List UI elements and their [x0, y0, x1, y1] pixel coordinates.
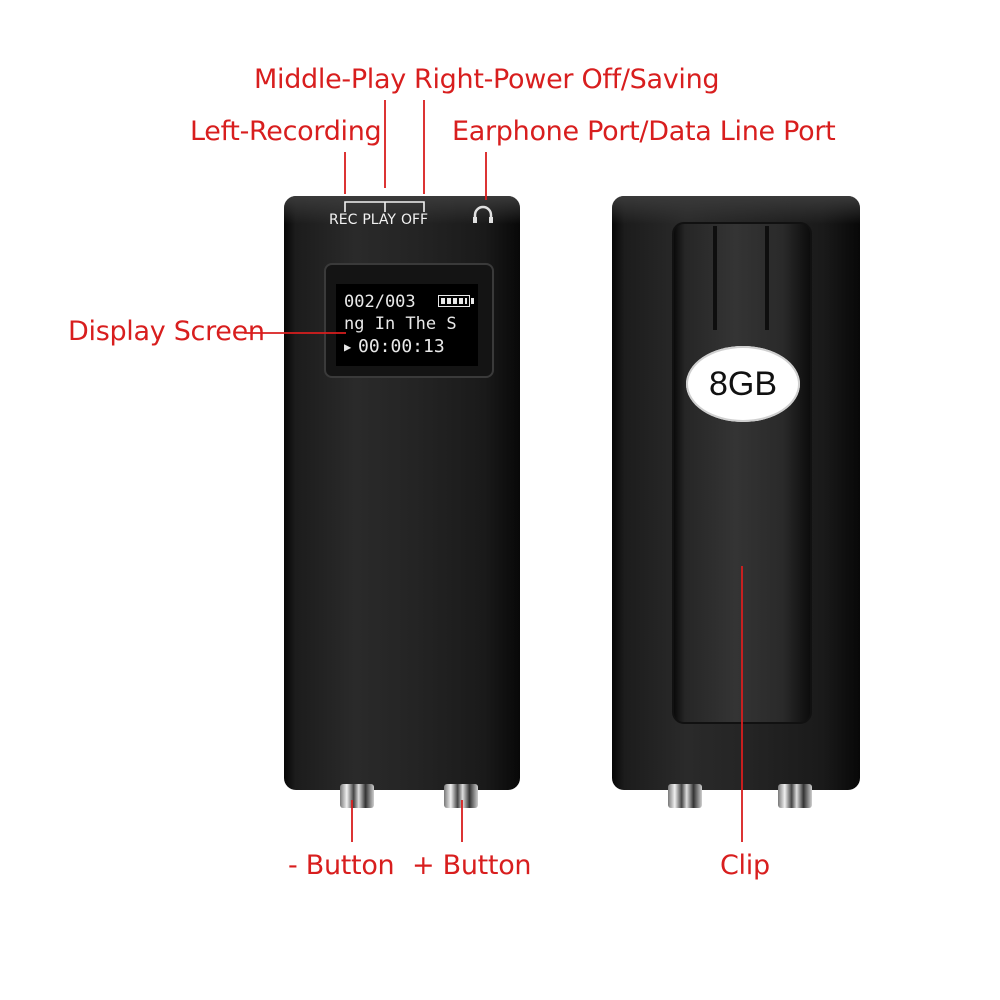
callout-right-power: Right-Power Off/Saving	[414, 64, 720, 95]
elapsed-time: 00:00:13	[358, 336, 445, 357]
play-label: PLAY	[362, 212, 396, 228]
display-screen: 002/003 ng In The S ▶ 00:00:13	[336, 284, 478, 366]
back-jack-right	[778, 784, 812, 808]
rec-label: REC	[329, 212, 358, 228]
callout-clip: Clip	[720, 850, 770, 881]
plus-button-jack[interactable]	[444, 784, 478, 808]
capacity-badge: 8GB	[686, 346, 800, 422]
callout-plus-button: + Button	[412, 850, 532, 881]
battery-icon	[438, 295, 474, 307]
off-label: OFF	[400, 212, 429, 228]
callout-middle-play: Middle-Play	[254, 64, 406, 95]
callout-earphone-port: Earphone Port/Data Line Port	[452, 116, 836, 147]
track-counter: 002/003	[344, 292, 416, 312]
callout-minus-button: - Button	[288, 850, 395, 881]
minus-button-jack[interactable]	[340, 784, 374, 808]
play-triangle-icon: ▶	[344, 340, 352, 354]
callout-display-screen: Display Screen	[68, 316, 265, 347]
callout-left-recording: Left-Recording	[190, 116, 382, 147]
back-jack-left	[668, 784, 702, 808]
track-title: ng In The S	[344, 314, 457, 334]
